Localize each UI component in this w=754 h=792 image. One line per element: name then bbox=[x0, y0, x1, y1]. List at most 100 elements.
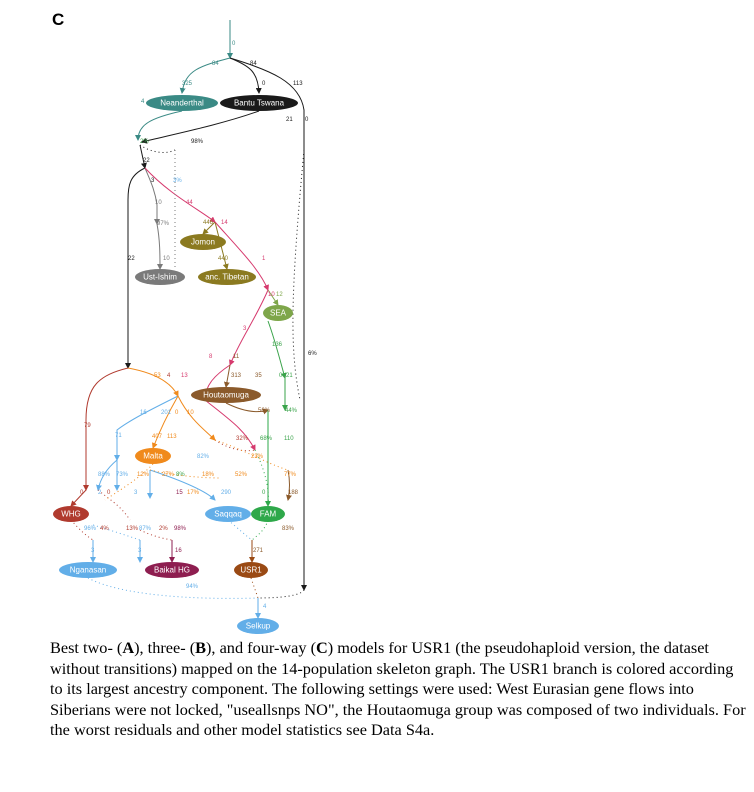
node-label-saqqaq: Saqqaq bbox=[214, 510, 242, 519]
edge-label-31: 4 bbox=[167, 373, 171, 379]
edge-label-52: 88% bbox=[98, 472, 111, 478]
edge-label-59: 77% bbox=[284, 472, 297, 478]
edge-2 bbox=[229, 57, 262, 94]
edge-label-26: 136 bbox=[272, 342, 283, 348]
edge-label-81: 4 bbox=[263, 604, 267, 610]
node-neanderthal: Neanderthal bbox=[146, 95, 218, 111]
edge-label-69: 96% bbox=[84, 526, 97, 532]
edge-label-74: 98% bbox=[174, 526, 187, 532]
edge-label-72: 87% bbox=[139, 526, 152, 532]
admixture-edge-0 bbox=[139, 144, 176, 153]
edge-label-78: 16 bbox=[175, 548, 182, 554]
edge-23 bbox=[152, 395, 179, 449]
edge-label-73: 2% bbox=[159, 526, 168, 532]
admixture-edge-12 bbox=[251, 519, 269, 541]
edge-label-4: 0 bbox=[262, 81, 266, 87]
edge-label-8: 0 bbox=[305, 117, 309, 123]
node-label-usr1: USR1 bbox=[240, 566, 262, 575]
admixture-edge-6 bbox=[214, 439, 289, 471]
panel-letter: C bbox=[52, 10, 65, 29]
edge-label-64: 15 bbox=[176, 490, 183, 496]
edge-label-21: 440 bbox=[218, 256, 229, 262]
edge-label-68: 188 bbox=[288, 490, 299, 496]
node-label-houtaomuga: Houtaomuga bbox=[203, 391, 249, 400]
edge-label-20: 10 bbox=[163, 256, 170, 262]
admixture-edge-16 bbox=[250, 577, 259, 599]
node-fam: FAM bbox=[251, 506, 285, 522]
admixture-edge-4 bbox=[97, 489, 131, 521]
edge-label-7: 21 bbox=[286, 117, 293, 123]
edge-19 bbox=[225, 402, 269, 415]
edge-9 bbox=[156, 223, 163, 270]
edge-label-1: 84 bbox=[212, 61, 219, 67]
edge-14 bbox=[267, 289, 279, 306]
edge-18 bbox=[223, 364, 231, 388]
figure-caption: Best two- (A), three- (B), and four-way … bbox=[50, 638, 750, 741]
edge-label-50: 82% bbox=[197, 454, 210, 460]
edge-label-3: 325 bbox=[182, 81, 193, 87]
edge-label-23: 10 bbox=[268, 292, 275, 298]
edge-label-57: 18% bbox=[202, 472, 215, 478]
edge-label-38: 16 bbox=[140, 410, 147, 416]
edge-label-29: 11 bbox=[233, 354, 240, 360]
edge-label-80: 94% bbox=[186, 584, 199, 590]
admixture-edge-15 bbox=[257, 589, 305, 599]
edge-label-49: 110 bbox=[284, 436, 294, 442]
admixture-edge-2 bbox=[292, 149, 305, 401]
graph-admixture-edges bbox=[70, 144, 305, 599]
edge-label-65: 17% bbox=[187, 490, 200, 496]
edge-26 bbox=[96, 459, 118, 491]
admixture-edge-10 bbox=[139, 529, 173, 541]
node-bantu: Bantu Tswana bbox=[220, 95, 298, 111]
node-label-fam: FAM bbox=[260, 510, 277, 519]
edge-25 bbox=[204, 399, 256, 451]
edge-1 bbox=[179, 57, 231, 94]
edge-28 bbox=[70, 489, 87, 507]
edge-label-17: 446 bbox=[203, 220, 214, 226]
edge-label-75: 83% bbox=[282, 526, 295, 532]
edge-label-45: 407 bbox=[152, 434, 163, 440]
edge-label-15: 44 bbox=[186, 200, 193, 206]
node-label-nganasan: Nganasan bbox=[70, 566, 106, 575]
edge-label-12: 3 bbox=[151, 178, 155, 184]
node-label-neanderthal: Neanderthal bbox=[160, 99, 204, 108]
caption-text-3: ), and four-way ( bbox=[206, 638, 316, 657]
edge-label-22: 1 bbox=[262, 256, 266, 262]
edge-label-71: 13% bbox=[126, 526, 139, 532]
edge-label-63: 3 bbox=[134, 490, 138, 496]
edge-label-55: 27% bbox=[162, 472, 175, 478]
admixture-edge-14 bbox=[87, 577, 259, 599]
caption-label-c: C bbox=[316, 638, 328, 657]
edge-label-37: 79 bbox=[84, 423, 91, 429]
edge-label-46: 113 bbox=[167, 434, 177, 440]
edge-11 bbox=[202, 221, 216, 235]
edge-label-70: 4% bbox=[100, 526, 109, 532]
edge-label-58: 52% bbox=[235, 472, 248, 478]
edge-8 bbox=[144, 167, 160, 225]
edge-label-9: 2% bbox=[140, 139, 149, 145]
edge-label-36: 21 bbox=[286, 373, 293, 379]
node-label-jomon: Jomon bbox=[191, 238, 215, 247]
edge-6 bbox=[139, 144, 147, 169]
caption-text-1: Best two- ( bbox=[50, 638, 123, 657]
edge-label-44: 71 bbox=[115, 433, 122, 439]
edge-5 bbox=[141, 110, 260, 144]
node-sea: SEA bbox=[263, 305, 293, 321]
edge-label-47: 32% bbox=[236, 436, 249, 442]
edge-21 bbox=[127, 367, 179, 397]
edge-label-77: 3 bbox=[138, 548, 142, 554]
node-label-malta: Malta bbox=[143, 452, 163, 461]
node-saqqaq: Saqqaq bbox=[205, 506, 251, 522]
node-tibetan: anc. Tibetan bbox=[198, 269, 256, 285]
edge-label-76: 3 bbox=[91, 548, 95, 554]
caption-text-4: ) models for USR1 (the pseudohaploid ver… bbox=[50, 638, 746, 739]
node-baikal: Baikal HG bbox=[145, 562, 199, 578]
node-selkup: Selkup bbox=[237, 618, 279, 634]
admixture-edge-7 bbox=[104, 463, 154, 501]
edge-label-11: 22 bbox=[143, 158, 150, 164]
edge-label-0: 0 bbox=[232, 41, 236, 47]
edge-label-66: 290 bbox=[221, 490, 232, 496]
node-label-tibetan: anc. Tibetan bbox=[205, 273, 249, 282]
edge-label-62: 0 bbox=[107, 490, 111, 496]
